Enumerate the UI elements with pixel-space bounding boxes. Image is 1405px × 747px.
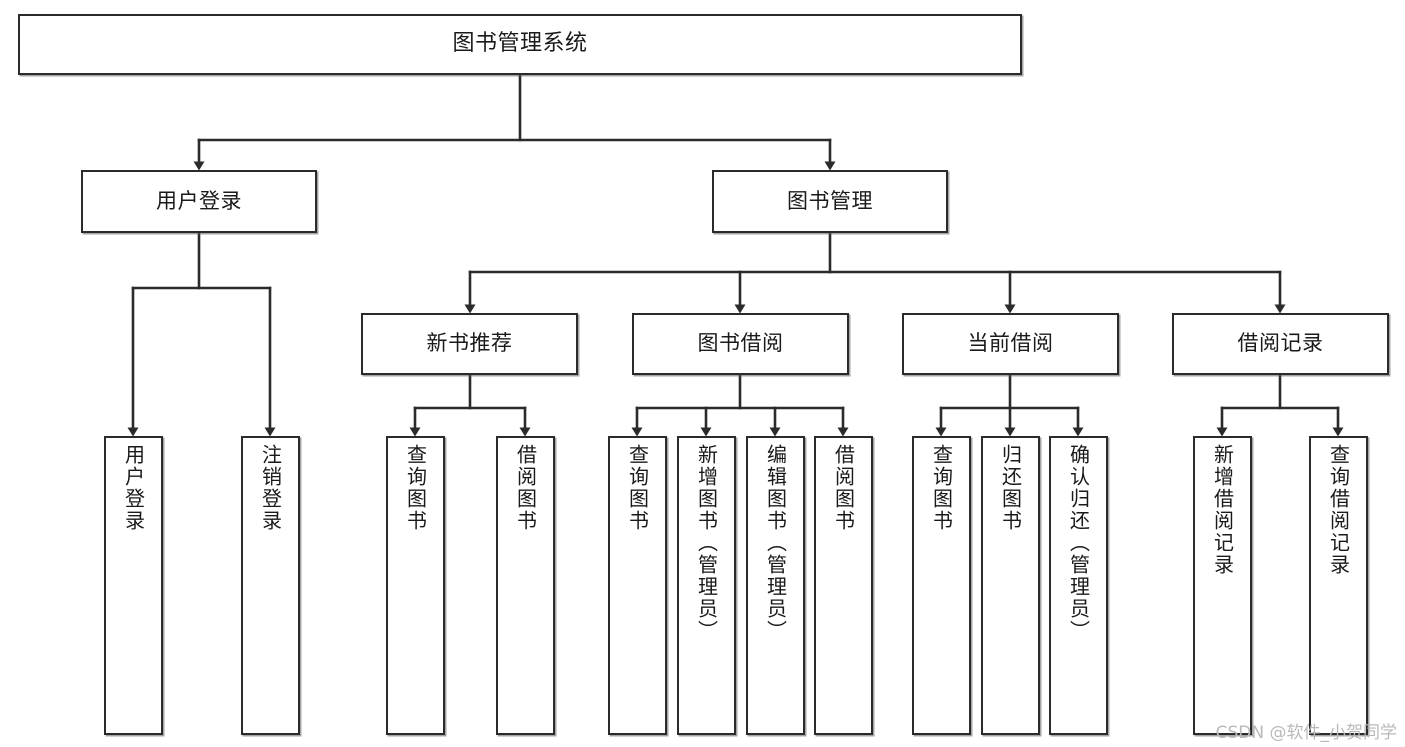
node-label: 图书管理系统 [452,31,588,57]
node-label: 查询图书 [929,444,954,532]
node-label: 用户登录 [156,188,242,213]
node-book-management[interactable]: 图书管理 [712,170,948,233]
node-label: 查询图书 [403,444,428,532]
leaf-node-edit-book-admin[interactable]: 编辑图书（管理员） [746,436,805,735]
node-label: 新增图书（管理员） [694,444,719,642]
node-label: 确认归还（管理员） [1066,444,1091,642]
node-label: 图书管理 [787,188,873,213]
node-current-borrowing[interactable]: 当前借阅 [902,313,1119,375]
leaf-node-add-book-admin[interactable]: 新增图书（管理员） [677,436,736,735]
node-label: 查询借阅记录 [1326,444,1351,576]
csdn-watermark: CSDN @软件_小贺同学 [1215,723,1397,743]
node-label: 注销登录 [258,444,283,532]
node-label: 借阅图书 [831,444,856,532]
leaf-node-query-books-current[interactable]: 查询图书 [912,436,971,735]
node-label: 图书借阅 [697,331,784,356]
node-label: 归还图书 [998,444,1023,532]
node-label: 借阅记录 [1237,331,1324,356]
leaf-node-borrow-books[interactable]: 借阅图书 [814,436,873,735]
node-root-book-management-system[interactable]: 图书管理系统 [18,14,1022,75]
node-user-login[interactable]: 用户登录 [81,170,317,233]
leaf-node-query-books-borrow[interactable]: 查询图书 [608,436,667,735]
node-label: 当前借阅 [967,331,1054,356]
node-label: 新增借阅记录 [1210,444,1235,576]
node-label: 借阅图书 [513,444,538,532]
leaf-node-borrow-books-new[interactable]: 借阅图书 [496,436,555,735]
leaf-node-query-books-new[interactable]: 查询图书 [386,436,445,735]
leaf-node-user-login[interactable]: 用户登录 [104,436,163,735]
node-label: 用户登录 [121,444,146,532]
node-label: 编辑图书（管理员） [763,444,788,642]
leaf-node-logout[interactable]: 注销登录 [241,436,300,735]
leaf-node-add-borrow-record[interactable]: 新增借阅记录 [1193,436,1252,735]
node-book-borrowing[interactable]: 图书借阅 [632,313,849,375]
leaf-node-return-books[interactable]: 归还图书 [981,436,1040,735]
node-borrowing-record[interactable]: 借阅记录 [1172,313,1389,375]
node-label: 新书推荐 [426,331,513,356]
leaf-node-query-borrow-record[interactable]: 查询借阅记录 [1309,436,1368,735]
leaf-node-confirm-return-admin[interactable]: 确认归还（管理员） [1049,436,1108,735]
node-label: 查询图书 [625,444,650,532]
node-new-book-recommendation[interactable]: 新书推荐 [361,313,578,375]
